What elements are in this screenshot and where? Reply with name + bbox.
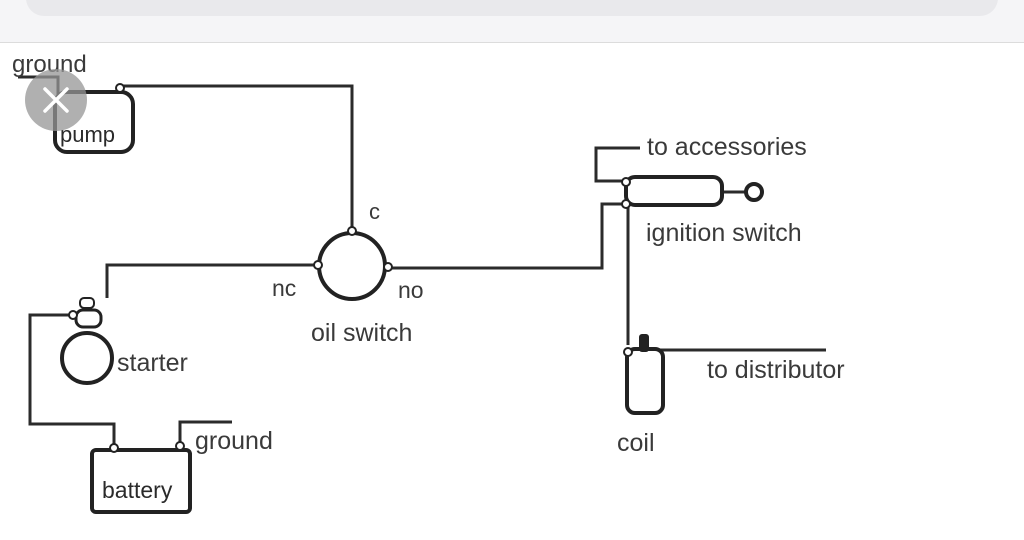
terminal-pump (115, 83, 125, 93)
starter-terminal (79, 297, 95, 309)
wire-accessories (594, 146, 640, 183)
terminal-battery-left (109, 443, 119, 453)
browser-top-bar (0, 0, 1024, 43)
starter-circle (60, 331, 114, 385)
ignition-switch-body (624, 175, 724, 207)
wire-battery-ground (178, 420, 232, 446)
oil-switch-nc-label: nc (272, 275, 297, 301)
ground-battery-label: ground (195, 427, 273, 455)
wire-nc-to-starter (105, 263, 318, 298)
terminal-starter (68, 310, 78, 320)
coil-body (625, 347, 665, 415)
oil-switch-label: oil switch (311, 319, 413, 347)
oil-switch-c-label: c (369, 199, 380, 224)
wiring-diagram-lines (18, 75, 826, 514)
terminal-oil-c (347, 226, 357, 236)
coil-terminal (639, 334, 649, 352)
to-distributor-label: to distributor (707, 356, 845, 384)
ignition-key-knob (744, 182, 764, 202)
coil-label: coil (617, 429, 655, 457)
ignition-switch-label: ignition switch (646, 219, 802, 247)
wire-no-to-ignition (388, 202, 624, 270)
close-icon (43, 87, 69, 113)
terminal-coil-left (623, 347, 633, 357)
close-button[interactable] (25, 69, 87, 131)
terminal-battery-right (175, 441, 185, 451)
terminal-ign-top (621, 177, 631, 187)
wire-pump-to-oil-switch (120, 84, 354, 228)
wire-starter-to-battery (28, 313, 116, 446)
oil-switch-no-label: no (398, 277, 424, 303)
pump-label: pump (60, 122, 116, 147)
to-accessories-label: to accessories (647, 133, 807, 161)
terminal-oil-nc (313, 260, 323, 270)
battery-label: battery (102, 477, 173, 503)
starter-solenoid (74, 308, 103, 329)
terminal-oil-no (383, 262, 393, 272)
starter-label: starter (117, 349, 188, 377)
oil-switch-circle (317, 231, 387, 301)
battery-box (90, 448, 192, 514)
wiring-diagram: ground pump c nc no oil switch starter g… (0, 43, 1024, 540)
search-bar[interactable] (26, 0, 998, 16)
terminal-ign-bottom (621, 199, 631, 209)
